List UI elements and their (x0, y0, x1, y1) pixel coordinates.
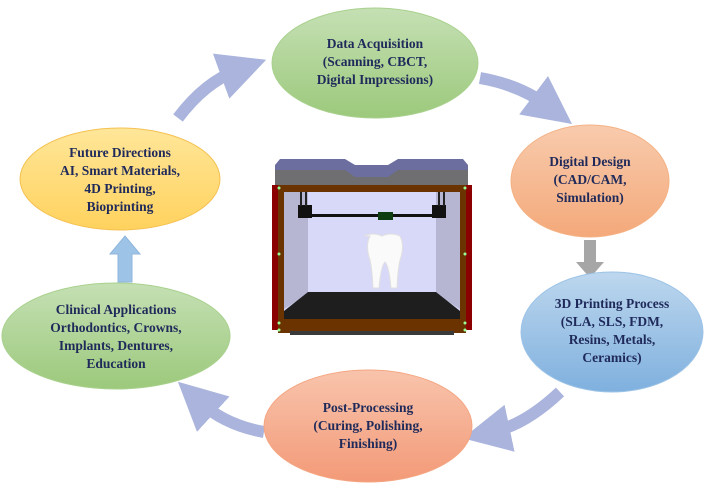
node-label: (SLA, SLS, FDM, (561, 314, 663, 329)
node-label: Education (86, 356, 146, 371)
node-label: Future Directions (69, 145, 171, 160)
node-label: (Scanning, CBCT, (323, 54, 427, 69)
3d-printer-with-tooth-icon (272, 159, 472, 335)
node-label: Finishing) (339, 436, 398, 451)
node-label: Digital Impressions) (317, 72, 433, 87)
arrow-future-to-acquisition (173, 53, 267, 122)
node-label: Bioprinting (87, 199, 154, 214)
node-data-acquisition: Data Acquisition (Scanning, CBCT, Digita… (271, 7, 479, 119)
node-label: Simulation) (556, 190, 624, 205)
node-label: Implants, Dentures, (59, 338, 173, 353)
node-digital-design: Digital Design (CAD/CAM, Simulation) (510, 124, 670, 238)
node-label: 3D Printing Process (555, 296, 670, 311)
node-label: 4D Printing, (84, 181, 155, 196)
node-label: Clinical Applications (56, 302, 176, 317)
arrow-design-to-printing (576, 240, 604, 278)
node-clinical-applications: Clinical Applications Orthodontics, Crow… (1, 282, 231, 390)
node-label: Digital Design (549, 154, 631, 169)
arrow-printing-to-post (462, 387, 565, 452)
arrow-acquisition-to-design (478, 72, 573, 124)
node-future-directions: Future Directions AI, Smart Materials, 4… (19, 127, 221, 231)
node-3d-printing-process: 3D Printing Process (SLA, SLS, FDM, Resi… (520, 271, 704, 393)
arrow-clinical-to-future (108, 235, 142, 283)
node-label: Resins, Metals, (569, 332, 656, 347)
node-label: (Curing, Polishing, (313, 418, 422, 433)
arrow-post-to-clinical (177, 381, 266, 438)
node-label: (CAD/CAM, (553, 172, 626, 187)
node-label: Data Acquisition (327, 36, 424, 51)
node-label: Post-Processing (323, 400, 414, 415)
node-label: AI, Smart Materials, (60, 163, 180, 178)
node-post-processing: Post-Processing (Curing, Polishing, Fini… (263, 369, 473, 483)
node-label: Ceramics) (582, 350, 641, 365)
node-label: Orthodontics, Crowns, (50, 320, 181, 335)
